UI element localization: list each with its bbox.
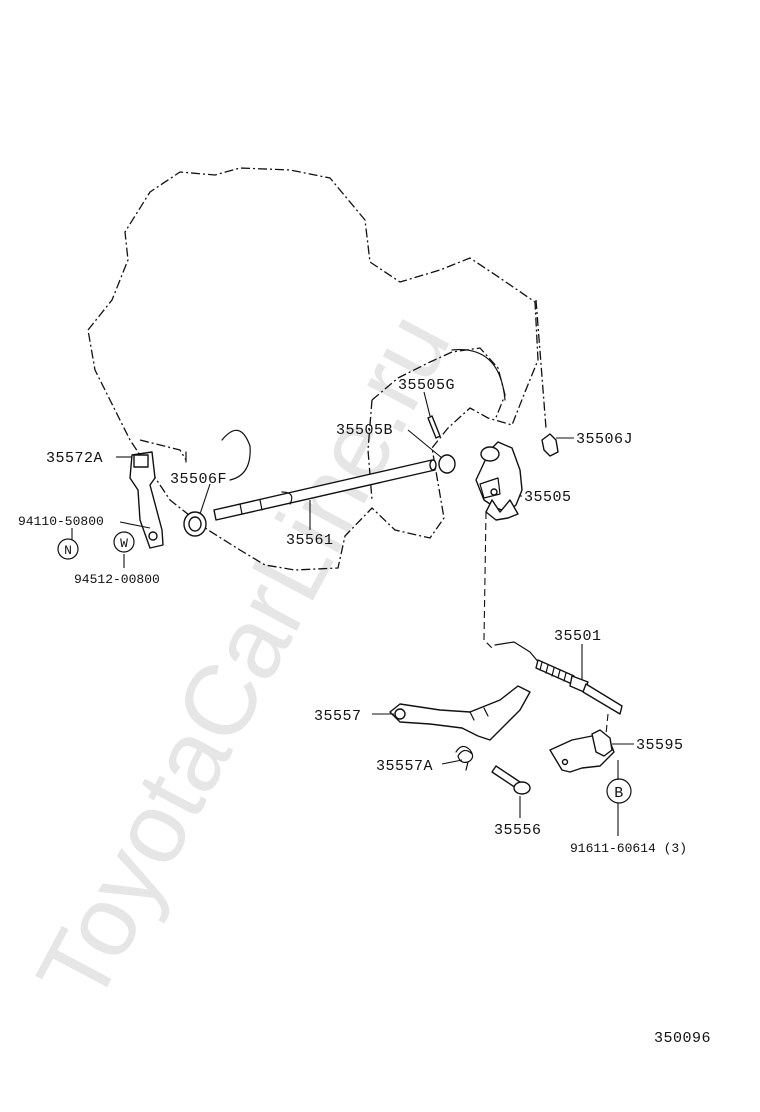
shift-lever-35572A — [129, 451, 187, 549]
shift-shaft-35561 — [213, 459, 437, 521]
symbol-w-letter: W — [120, 536, 128, 551]
label-35561: 35561 — [286, 532, 334, 549]
label-94512-00800: 94512-00800 — [74, 572, 160, 587]
label-35557: 35557 — [314, 708, 362, 725]
label-35505B: 35505B — [336, 422, 393, 439]
label-35506J: 35506J — [576, 431, 633, 448]
bush-35505B — [438, 454, 456, 474]
label-35557A: 35557A — [376, 758, 433, 775]
pin-35556 — [491, 765, 531, 795]
diagram-code: 350096 — [654, 1030, 711, 1047]
symbol-w: W — [113, 531, 135, 553]
label-35595: 35595 — [636, 737, 684, 754]
case-left-lower — [139, 439, 187, 461]
label-35501: 35501 — [554, 628, 602, 645]
shift-lever-35557 — [389, 685, 531, 741]
oil-seal-35506F — [183, 511, 207, 537]
label-91611-60614: 91611-60614 (3) — [570, 841, 687, 856]
spring-pin-35505G — [427, 415, 441, 439]
symbol-n: N — [57, 538, 79, 560]
bearing-arc — [221, 429, 251, 481]
label-35505G: 35505G — [398, 377, 455, 394]
assembly-line-bracket — [605, 713, 609, 735]
bore-arc — [451, 349, 506, 401]
label-35505: 35505 — [524, 489, 572, 506]
selector-lever-35505 — [475, 441, 523, 521]
shift-rod-35501 — [494, 641, 623, 715]
bracket-35595 — [549, 729, 615, 773]
case-rear-edge — [535, 299, 547, 429]
symbol-n-letter: N — [64, 543, 72, 558]
symbol-b-letter: B — [614, 785, 624, 802]
label-94110-50800: 94110-50800 — [18, 514, 104, 529]
symbol-b: B — [606, 778, 632, 804]
torsion-spring-35557A — [455, 745, 474, 771]
watermark-text: ToyotaCarLine.ru — [16, 295, 472, 1020]
label-35572A: 35572A — [46, 450, 103, 467]
label-35506F: 35506F — [170, 471, 227, 488]
clip-35506J — [541, 433, 559, 457]
leader-lines — [71, 391, 634, 836]
assembly-line-rod — [483, 511, 493, 649]
transaxle-case-outline — [87, 167, 539, 571]
label-35556: 35556 — [494, 822, 542, 839]
